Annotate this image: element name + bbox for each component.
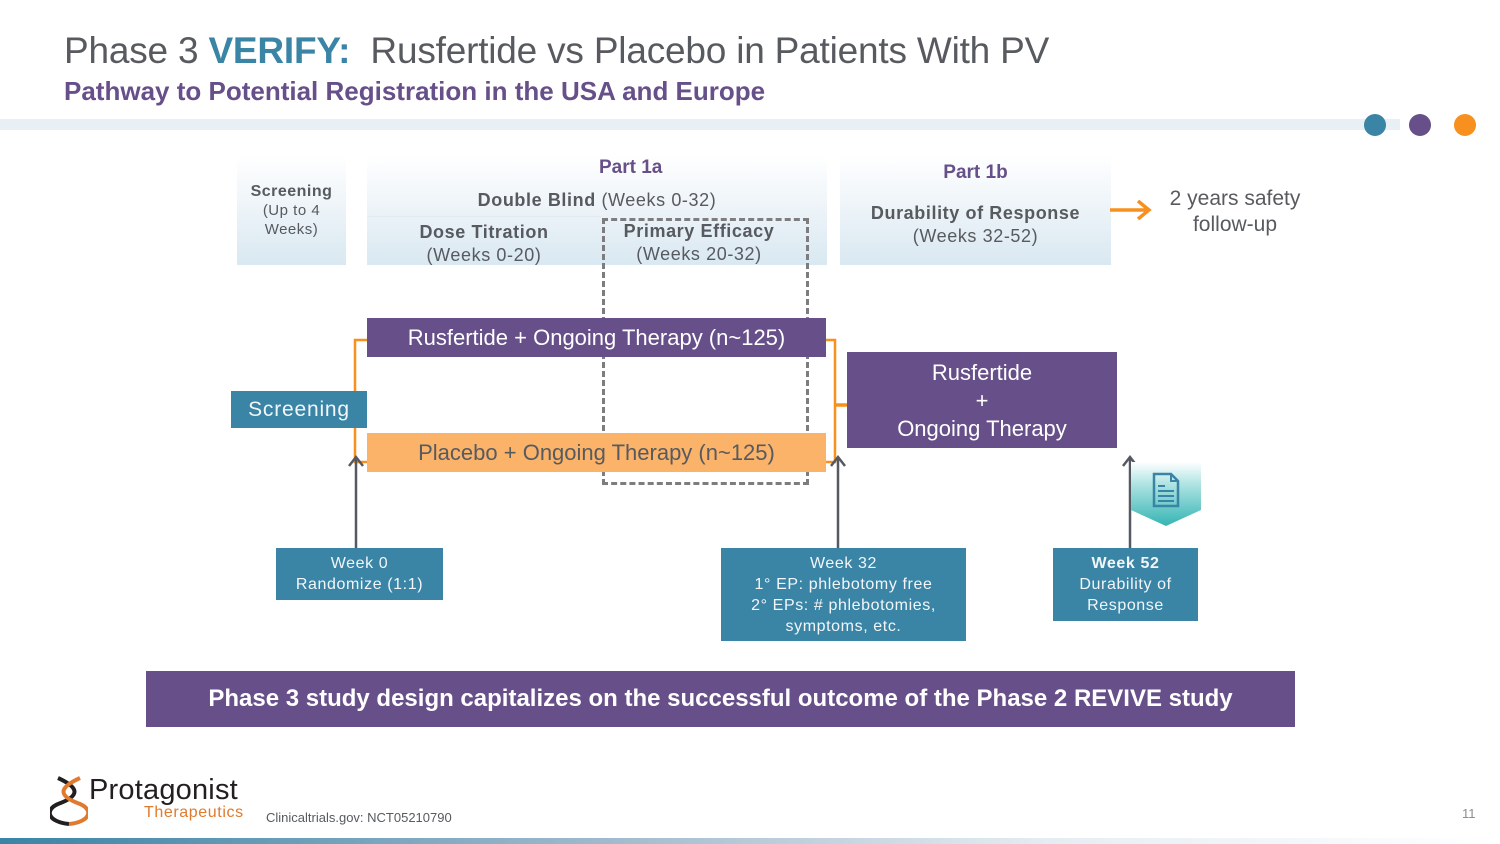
part1b-label: Part 1b [943,162,1008,183]
logo-wordmark: Protagonist [89,774,238,806]
week0-arrow-icon [348,454,364,550]
followup-text: 2 years safety follow-up [1169,187,1301,236]
double-blind-weeks: (Weeks 0-32) [595,190,717,210]
slide-subtitle: Pathway to Potential Registration in the… [64,76,766,106]
dose-titration-label: Dose Titration [419,222,549,242]
teal-dot [1364,114,1386,136]
title-prefix: Phase 3 [64,30,209,71]
screening-period-detail: (Up to 4 Weeks) [262,202,321,238]
header-rule [0,119,1400,130]
footer-gradient-bar [0,838,1500,844]
week0-detail: Randomize (1:1) [295,576,424,593]
slide-title: Phase 3 VERIFY: Rusfertide vs Placebo in… [64,30,1049,72]
primary-efficacy-label: Primary Efficacy [623,221,775,241]
week0-milestone-box: Week 0 Randomize (1:1) [276,548,443,600]
purple-dot [1409,114,1431,136]
week0-title: Week 0 [330,555,389,572]
followup-arrow-icon [1110,199,1152,221]
week52-title: Week 52 [1091,555,1160,572]
open-label-rusfertide-box: Rusfertide + Ongoing Therapy [847,352,1117,448]
logo-subtext: Therapeutics [144,804,244,821]
open-label-line-3: Ongoing Therapy [897,416,1067,441]
part1a-box: Part 1a Double Blind (Weeks 0-32) Dose T… [367,155,827,265]
primary-efficacy-cell: Primary Efficacy (Weeks 20-32) [601,216,797,265]
week32-secondary-endpoints: 2° EPs: # phlebotomies, [751,597,936,614]
title-rest: Rusfertide vs Placebo in Patients With P… [350,30,1050,71]
open-label-line-2: + [975,388,989,413]
conclusion-banner: Phase 3 study design capitalizes on the … [146,671,1295,727]
open-label-line-1: Rusfertide [931,360,1033,385]
placebo-arm-bar: Placebo + Ongoing Therapy (n~125) [367,433,826,472]
week52-milestone-box: Week 52 Durability of Response [1053,548,1198,621]
rusfertide-arm-bar: Rusfertide + Ongoing Therapy (n~125) [367,318,826,357]
week52-detail-1: Durability of [1079,576,1172,593]
durability-weeks: (Weeks 32-52) [912,226,1039,246]
screening-period-box: Screening (Up to 4 Weeks) [237,155,346,265]
part1a-label: Part 1a [599,157,663,178]
week32-secondary-endpoints-cont: symptoms, etc. [785,618,902,635]
orange-dot [1454,114,1476,136]
document-icon [1131,462,1201,526]
week32-arrow-icon [830,454,846,550]
week32-title: Week 32 [809,555,878,572]
dose-titration-weeks: (Weeks 0-20) [426,245,542,265]
double-blind-label: Double Blind [477,190,596,210]
screening-period-label: Screening [250,183,333,200]
double-blind-row: Double Blind (Weeks 0-32) [367,190,827,211]
page-number: 11 [1462,806,1476,821]
week32-primary-endpoint: 1° EP: phlebotomy free [754,576,933,593]
title-accent: VERIFY: [208,30,351,71]
protagonist-logo-icon [50,776,88,826]
dose-titration-cell: Dose Titration (Weeks 0-20) [367,216,601,265]
primary-efficacy-weeks: (Weeks 20-32) [636,244,762,264]
clinicaltrials-citation: Clinicaltrials.gov: NCT05210790 [266,810,452,825]
week52-detail-2: Response [1087,597,1164,614]
durability-label: Durability of Response [870,203,1081,223]
screening-box: Screening [231,391,367,428]
week32-milestone-box: Week 32 1° EP: phlebotomy free 2° EPs: #… [721,548,966,641]
part1b-box: Part 1b Durability of Response (Weeks 32… [840,155,1111,265]
